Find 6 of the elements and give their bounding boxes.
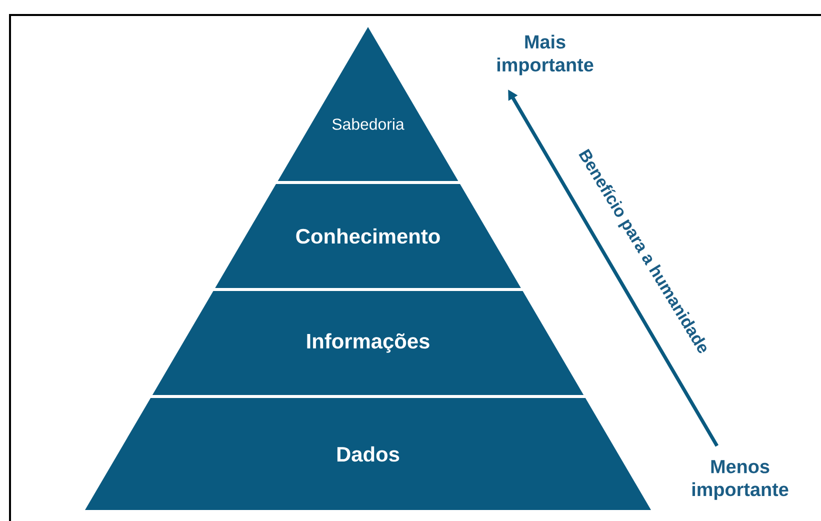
pyramid-level: Sabedoria xyxy=(278,27,458,181)
pyramid-level: Conhecimento xyxy=(215,184,521,288)
scale-label: Menos importante xyxy=(692,460,788,500)
scale-label: Mais importante xyxy=(497,34,594,76)
pyramid-level: Dados xyxy=(85,398,651,510)
pyramid-level: Informações xyxy=(152,291,584,395)
